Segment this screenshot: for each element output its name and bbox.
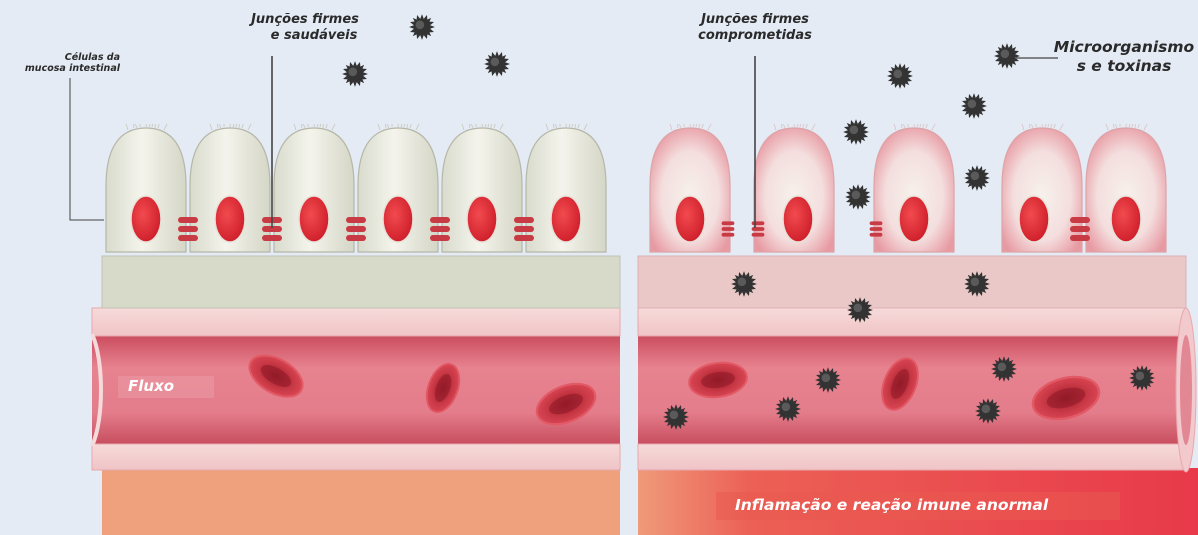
cells-callout-line	[70, 78, 104, 220]
mucosa-cells-label: Células da mucosa intestinal	[6, 52, 120, 75]
healthy-junctions-label-line2: e saudáveis	[230, 28, 380, 44]
compromised-junctions-label: Junções firmes comprometidas	[680, 12, 830, 43]
healthy-vessel-wall-top	[92, 308, 620, 336]
healthy-vessel-wall-bottom	[92, 444, 620, 470]
mucosa-cells-label-line2: mucosa intestinal	[6, 63, 120, 74]
compromised-vessel-wall-bottom	[638, 444, 1186, 470]
compromised-panel	[638, 43, 1198, 535]
inflammation-label: Inflamação e reação imune anormal	[735, 496, 1048, 515]
microbes-toxins-label-line1: Microorganismo	[1052, 38, 1196, 57]
compromised-junctions-label-line1: Junções firmes	[680, 12, 830, 28]
compromised-vessel-wall-top	[638, 308, 1186, 336]
compromised-junctions-label-line2: comprometidas	[680, 28, 830, 44]
healthy-tissue	[102, 468, 620, 535]
healthy-junctions-label-line1: Junções firmes	[230, 12, 380, 28]
healthy-panel	[70, 14, 620, 535]
healthy-basement-membrane	[102, 256, 620, 308]
mucosa-cells-label-line1: Células da	[6, 52, 120, 63]
healthy-junctions-label: Junções firmes e saudáveis	[230, 12, 380, 43]
flow-label: Fluxo	[128, 377, 174, 395]
compromised-basement-membrane	[638, 256, 1186, 308]
microbes-toxins-label: Microorganismo s e toxinas	[1052, 38, 1196, 75]
microbes-toxins-label-line2: s e toxinas	[1052, 57, 1196, 76]
